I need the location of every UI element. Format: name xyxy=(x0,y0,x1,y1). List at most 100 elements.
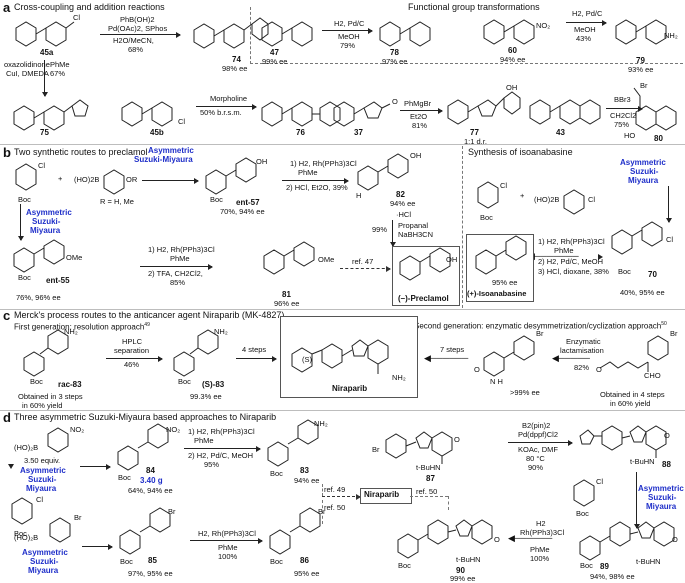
boron-b: (HO)2B xyxy=(74,175,100,184)
o-ald: O xyxy=(596,365,602,374)
ho-label-80: HO xyxy=(624,131,636,140)
boron-d2: (HO)₂B xyxy=(14,533,39,542)
ome-ent55: OMe xyxy=(66,253,83,262)
panel-d-title: Three asymmetric Suzuki-Miyaura based ap… xyxy=(14,412,277,422)
ref-frame xyxy=(322,484,323,496)
second-gen: Second generation: enzymatic desymmetriz… xyxy=(414,320,667,331)
compound-84-ee: 64%, 94% ee xyxy=(128,486,173,495)
reagent-r1-line4: 68% xyxy=(128,45,144,54)
niraparib-structure xyxy=(291,339,389,374)
oh-82: OH xyxy=(410,151,422,160)
reagent-r1-line2: Pd(OAc)2, SPhos xyxy=(108,24,168,33)
enz-1: Enzymatic xyxy=(566,337,601,346)
compound-89-ee: 94%, 98% ee xyxy=(590,572,635,581)
boc-d2: Boc xyxy=(576,509,589,518)
arrow-45a-75 xyxy=(41,60,48,97)
compound-86-ee: 95% ee xyxy=(294,569,320,578)
boc-label-b1: Boc xyxy=(18,195,31,204)
iso-name: (+)-Isoanabasine xyxy=(467,289,527,298)
boc-89: Boc xyxy=(580,561,593,570)
br-85: Br xyxy=(168,507,176,516)
oh-ent57: OH xyxy=(256,157,268,166)
o-87: O xyxy=(454,435,460,444)
boc-iso-1: Boc xyxy=(480,213,493,222)
compound-84-structure xyxy=(117,423,169,471)
reagent-r1-line3: H2O/MeCN, xyxy=(113,36,154,45)
boc-s83: Boc xyxy=(178,377,191,386)
nh-lactam: N H xyxy=(490,377,503,386)
boc-86: Boc xyxy=(270,557,283,566)
asm-top-label-2: Suzuki-Miyaura xyxy=(134,155,193,164)
compound-89-label: 89 xyxy=(600,562,609,571)
bbr3-line3: 75% xyxy=(614,120,630,129)
compound-76-label: 76 xyxy=(296,128,305,137)
oxaz-line3: PhMe xyxy=(50,60,70,69)
s83-structure xyxy=(173,329,219,377)
asm-d-b-1: Asymmetric xyxy=(22,548,68,557)
panel-a-title: Cross-coupling and addition reactions xyxy=(14,2,165,12)
bbr3-line1: BBr3 xyxy=(614,95,631,104)
asm-b-left-1: Asymmetric xyxy=(26,208,72,217)
compound-78-ee: 97% ee xyxy=(382,57,408,66)
compound-77-dr: 1:1 d.r. xyxy=(464,137,487,146)
step84-2: PhMe xyxy=(194,436,214,445)
compound-79-label: 79 xyxy=(636,56,645,65)
compound-82-label: 82 xyxy=(396,190,405,199)
compound-74-ee: 98% ee xyxy=(222,64,248,73)
step1-line2: PhMe xyxy=(298,168,318,177)
enz-2: lactamisation xyxy=(560,346,604,355)
compound-90-structure xyxy=(397,519,493,559)
step2-line1: 1) H2, Rh(PPh3)3Cl xyxy=(148,245,215,254)
nir-s-label: (S) xyxy=(302,355,312,364)
asm-d-c-2: Suzuki- xyxy=(648,493,677,502)
iso-step-3: 2) H2, Pd/C, MeOH xyxy=(538,257,604,266)
compound-75-structure xyxy=(13,99,89,131)
second-gen-text: Second generation: enzymatic desymmetriz… xyxy=(414,321,662,331)
step89-3: PhMe xyxy=(530,545,550,554)
niraparib-d-label: Niraparib xyxy=(364,490,400,499)
arrow-82-preclamol xyxy=(389,220,396,247)
fgt-dashed-box xyxy=(250,7,683,64)
h2pd2-line2: MeOH xyxy=(574,25,596,34)
asm-d-a-3: Miyaura xyxy=(26,484,57,493)
rac83-note-1: Obtained in 3 steps xyxy=(18,392,83,401)
boc-ent57: Boc xyxy=(210,195,223,204)
step85-3: 100% xyxy=(218,552,238,561)
compound-88-label: 88 xyxy=(662,460,671,469)
pyridine-d2-structure xyxy=(573,479,595,507)
bpin-4: 80 °C xyxy=(526,454,545,463)
compound-85-ee: 97%, 95% ee xyxy=(128,569,173,578)
rac83-structure xyxy=(23,329,69,377)
compound-78-label: 78 xyxy=(390,48,399,57)
second-gen-ref: 50 xyxy=(661,321,667,327)
r-def-b: R = H, Me xyxy=(100,197,134,206)
compound-80-structure xyxy=(633,87,677,131)
prop-line1: Propanal xyxy=(398,221,429,230)
h2pd1-line3: 79% xyxy=(340,41,356,50)
steps4: 4 steps xyxy=(242,345,267,354)
compound-81-label: 81 xyxy=(282,290,291,299)
arrow-ent55-81 xyxy=(140,263,213,270)
separator-a-b xyxy=(0,144,685,145)
hplc-2: separation xyxy=(114,346,150,355)
h2pd2-line3: 43% xyxy=(576,34,592,43)
plus-iso: + xyxy=(520,191,525,200)
arrow-s83-nir xyxy=(236,355,277,362)
compound-ent55-ee: 76%, 96% ee xyxy=(16,293,61,302)
compound-87-structure xyxy=(385,431,453,464)
cl-70: Cl xyxy=(666,235,674,244)
cl-label-45b: Cl xyxy=(178,117,186,126)
bpin-1: B2(pin)2 xyxy=(522,421,551,430)
panel-b-title2: Synthesis of isoanabasine xyxy=(468,147,573,157)
compound-77-label: 77 xyxy=(470,128,479,137)
asm-d-b-3: Miyaura xyxy=(28,566,59,575)
asm-d-a-1: Asymmetric xyxy=(20,466,66,475)
panel-b-label: b xyxy=(3,145,11,160)
ref47-label: ref. 47 xyxy=(352,257,374,266)
no2-label: NO₂ xyxy=(536,21,551,30)
ref50a-label: ref. 50 xyxy=(324,503,346,512)
hplc-1: HPLC xyxy=(122,337,143,346)
arrow-b-ent57 xyxy=(142,177,199,184)
arrow-d-85 xyxy=(82,543,113,550)
iso-step-2: PhMe xyxy=(554,246,574,255)
